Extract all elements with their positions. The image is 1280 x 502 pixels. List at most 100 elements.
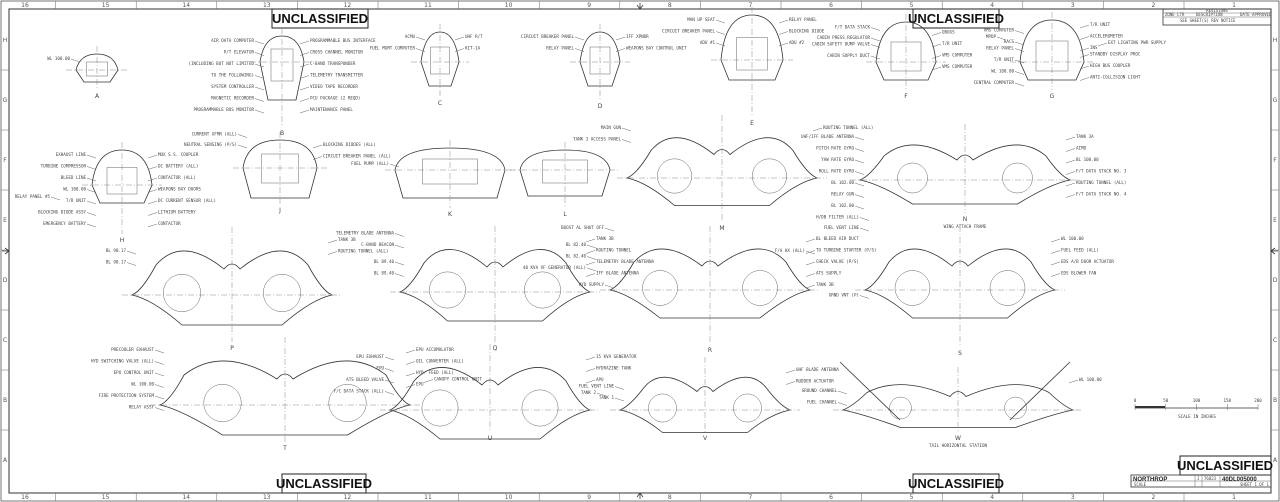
callout: EPU xyxy=(376,366,395,372)
leader-line xyxy=(621,139,632,143)
callout: ACCELEROMETER xyxy=(1079,34,1123,40)
leader-line xyxy=(394,233,405,237)
callout: BLOCKING DIODE ASSY xyxy=(38,210,97,216)
callout-label: EDS BLOWER FAN xyxy=(1061,271,1097,276)
callout-label: BLOCKING DIODE xyxy=(789,29,825,34)
callout-label: WL 100.00 xyxy=(1061,236,1084,241)
leader-line xyxy=(50,196,61,201)
leader-line xyxy=(389,163,400,168)
leader-line xyxy=(147,189,158,193)
section-letter: E xyxy=(750,120,754,127)
callout: TANK 3 ACCESS PANEL xyxy=(573,137,632,143)
leader-line xyxy=(574,48,585,52)
leader-line xyxy=(1065,194,1076,198)
callout-label: HYD. FEED (ALL) xyxy=(416,370,454,375)
scale-label: SCALE IN INCHES xyxy=(1178,414,1216,419)
callout-label: BL 100.00 xyxy=(1076,157,1099,162)
callout-label: C-BAND BEACON xyxy=(361,242,394,247)
callout-label: PROGRAMMABLE BUS INTERFACE xyxy=(310,38,376,43)
leader-line xyxy=(585,379,596,384)
callout-label: TANK 3B xyxy=(338,237,356,242)
leader-line xyxy=(299,98,310,102)
callout-label: CONTACTOR (ALL) xyxy=(158,175,196,180)
leader-line xyxy=(154,384,165,388)
center-arrow-left xyxy=(2,247,10,255)
callout-label: EPU ACCUMULATOR xyxy=(416,347,454,352)
callout-label: TANK 3 ACCESS PANEL xyxy=(573,137,621,142)
callout-label: MAN UP SEAT xyxy=(687,17,715,22)
callout-label: FUEL CHANNEL xyxy=(807,400,838,405)
zone-label: 13 xyxy=(263,2,271,9)
revision-col-zone: ZONE LTR xyxy=(1165,12,1185,17)
callout: F/T DATA STACK xyxy=(835,25,881,31)
callout-label: WL 100.00 xyxy=(47,56,70,61)
callout: CABIN PRESS REGULATOR xyxy=(817,35,881,42)
leader-line xyxy=(621,127,632,132)
callout-label: ATS SUPPLY xyxy=(816,271,842,276)
leader-line xyxy=(596,392,607,397)
section-letter: B xyxy=(280,130,284,137)
callout: TELEMETRY BLADE ANTENNA xyxy=(585,259,654,266)
callout-label: P/T ELEVATOR xyxy=(224,50,255,55)
callout: RELAY PANEL xyxy=(986,46,1025,52)
leader-line xyxy=(1065,182,1076,187)
leader-line xyxy=(854,182,865,187)
callout-label: NEUTRAL SENSING (P/S) xyxy=(184,142,237,147)
section-view-t: T xyxy=(150,337,420,452)
section-view-s: S xyxy=(855,226,1065,357)
callout-label: ROUTING TUNNEL (ALL) xyxy=(823,125,873,130)
zone-label: 14 xyxy=(182,2,190,9)
leader-line xyxy=(870,27,881,31)
leader-line xyxy=(154,407,165,411)
callout: ROUTING TUNNEL xyxy=(585,248,632,254)
callout-label: ROUTING TUNNEL (ALL) xyxy=(1076,180,1126,185)
callout: BL 100.00 xyxy=(1065,157,1099,164)
callout: UHF BLADE ANTENNA xyxy=(785,367,839,374)
leader-line xyxy=(237,144,248,149)
leader-line xyxy=(778,42,789,47)
callout: MAIN GUN xyxy=(601,125,632,132)
callout: PROGRAMMABLE BUS INTERFACE xyxy=(299,38,376,45)
callout: EDS A/B DOOR ACTUATOR xyxy=(1050,259,1114,266)
callout-label: CHECK VALVE (P/S) xyxy=(816,259,859,264)
zone-label: 15 xyxy=(102,2,110,9)
scale-tick-label: 50 xyxy=(1163,398,1169,403)
leader-line xyxy=(1079,24,1090,29)
callout-label: TANK 3B xyxy=(596,236,614,241)
leader-line xyxy=(1097,42,1108,47)
callout: TANK 2 xyxy=(581,390,607,397)
zone-label: 2 xyxy=(1151,494,1155,501)
callout: VMS COMPUTER xyxy=(984,28,1025,34)
callout: VIDEO TAPE RECORDER xyxy=(299,84,358,91)
classification-text: UNCLASSIFIED xyxy=(908,11,1004,26)
callout-label: ACMU xyxy=(405,34,416,39)
leader-line xyxy=(254,109,265,114)
leader-line xyxy=(327,239,338,244)
leader-line xyxy=(384,391,395,395)
callout: FUEL MGMT COMPUTER xyxy=(370,46,426,52)
callout: ADU #2 xyxy=(778,40,805,47)
callout-label: EPU xyxy=(416,382,424,387)
leader-line xyxy=(1065,159,1076,164)
section-letter: D xyxy=(598,103,603,110)
callout: BL 90.17 xyxy=(106,248,137,255)
zone-label: 5 xyxy=(910,494,914,501)
leader-line xyxy=(1014,82,1025,87)
leader-line xyxy=(812,127,823,132)
leader-line xyxy=(604,227,615,232)
leader-line xyxy=(854,159,865,164)
callout: FUEL VENT LINE xyxy=(579,384,625,390)
leader-line xyxy=(805,250,816,255)
leader-line xyxy=(254,40,265,45)
callout-label: TELEMETRY TRANSMITTER xyxy=(310,73,363,78)
callout-label: FIRE PROTECTION SYSTEM xyxy=(99,393,155,398)
callout-label: H/DB FILTER (ALL) xyxy=(816,215,859,220)
leader-line xyxy=(299,109,310,114)
callout-label: WEAPONS BAY DOORS xyxy=(158,187,201,192)
zone-label: A xyxy=(1273,457,1278,464)
title-block: UNCLASSIFIED NORTHROP J 76823 40DL005000… xyxy=(1130,455,1273,488)
